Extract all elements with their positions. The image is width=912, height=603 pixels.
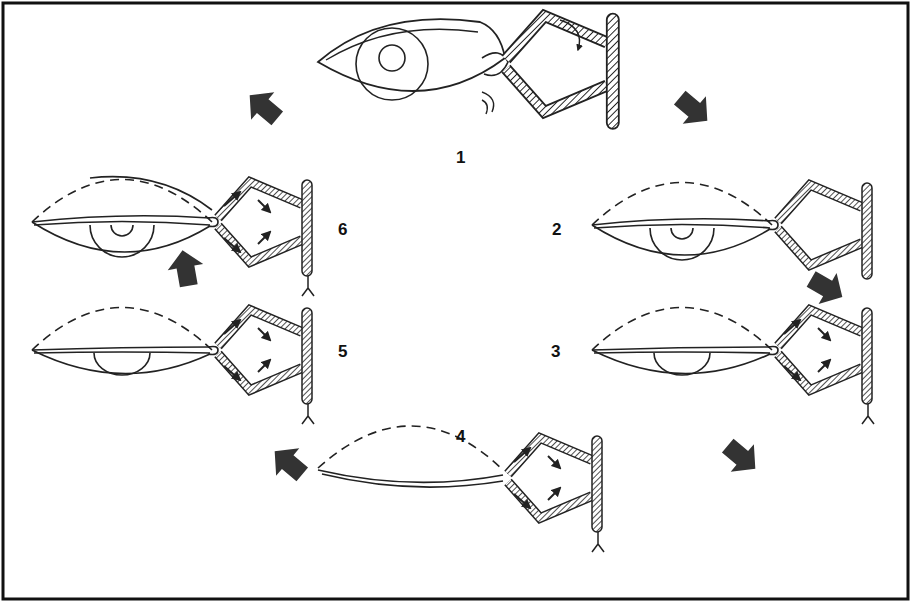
closing-eye — [592, 308, 874, 425]
callout-number: 2 — [552, 220, 561, 240]
open-eye — [318, 14, 619, 129]
callout-number: 1 — [456, 148, 465, 168]
callout-number: 4 — [456, 427, 465, 447]
callout-number: 3 — [551, 342, 560, 362]
callout-number: 5 — [338, 342, 347, 362]
closed-eye — [318, 426, 604, 552]
opening-eye — [32, 308, 314, 425]
frame — [3, 3, 908, 599]
callout-number: 6 — [338, 220, 347, 240]
closing-eye — [592, 183, 872, 280]
cycle-arrow — [165, 81, 852, 488]
opening-eye — [32, 177, 314, 296]
